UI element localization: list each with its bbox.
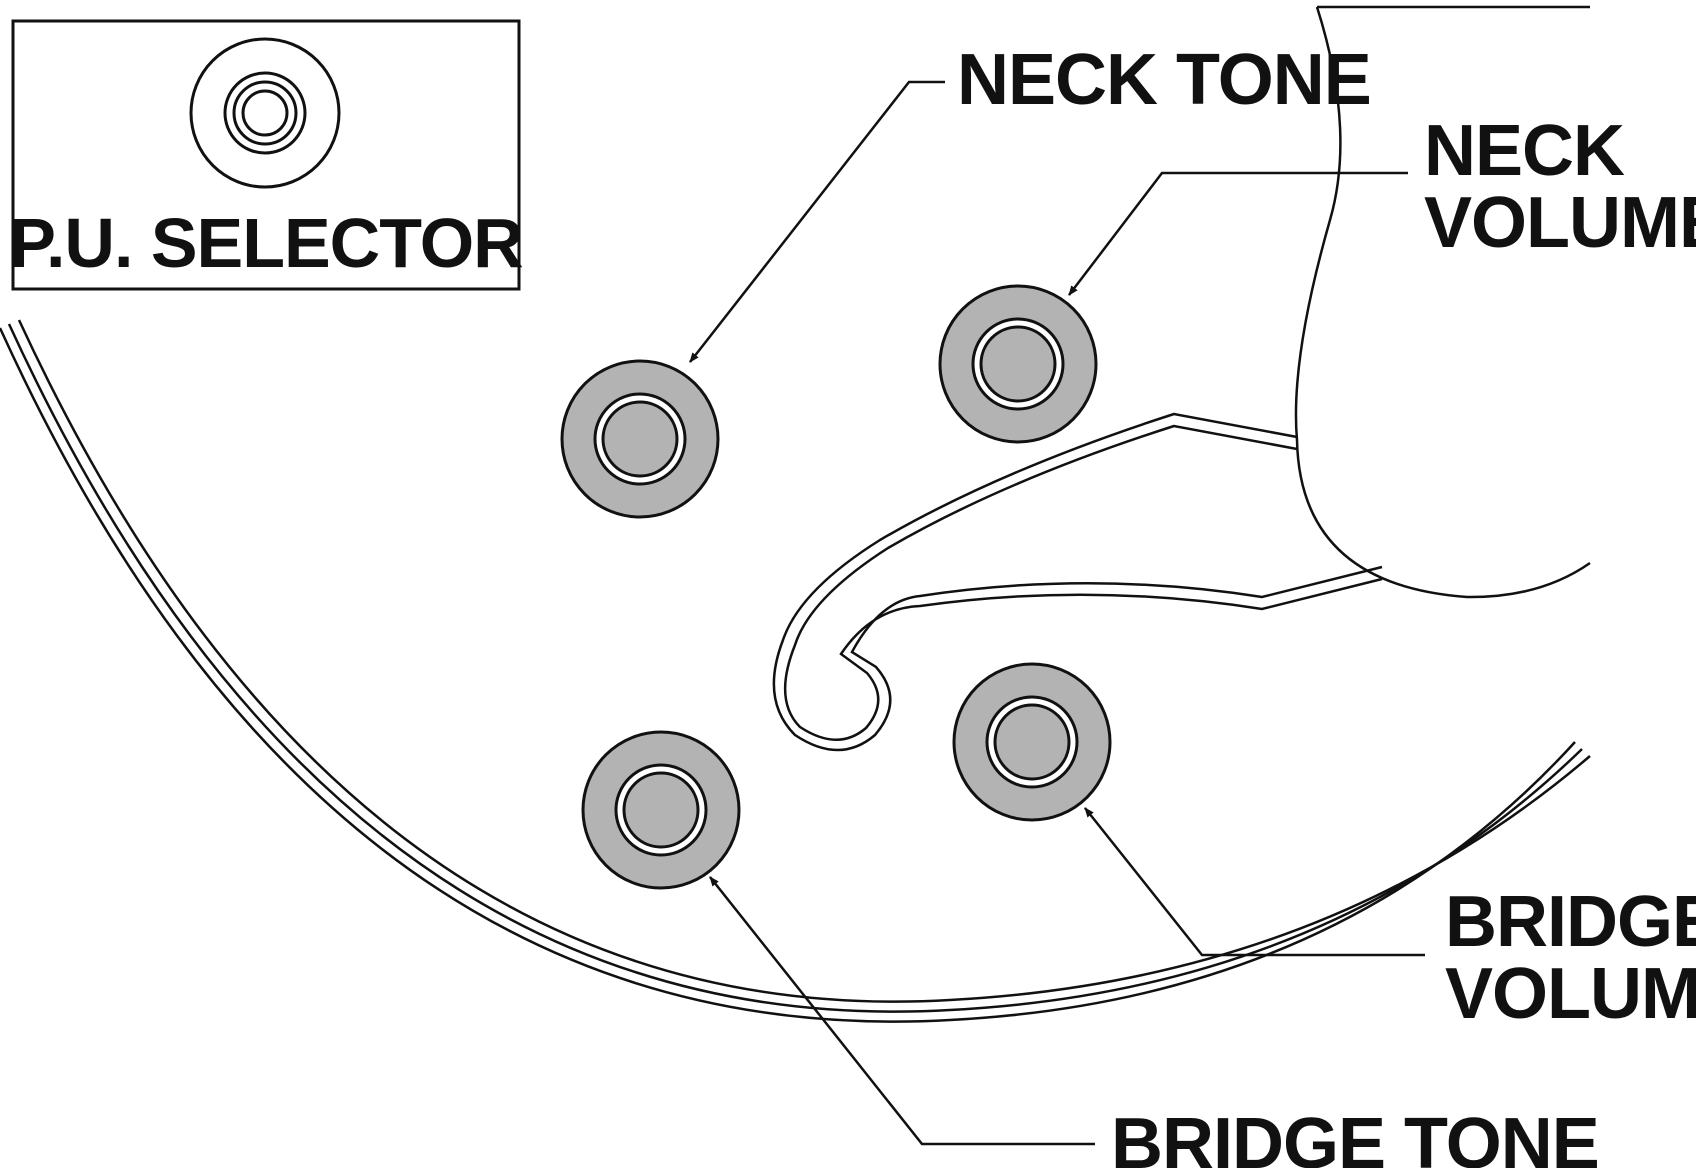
bridge-volume-label-line2: VOLUME bbox=[1445, 954, 1696, 1034]
pu-selector-inset: P.U. SELECTOR bbox=[9, 19, 524, 291]
bridge-tone-label: BRIDGE TONE bbox=[1111, 1104, 1599, 1168]
bridge-tone-knob[interactable] bbox=[581, 730, 741, 890]
bridge-volume-knob[interactable] bbox=[952, 662, 1112, 822]
bridge-volume-leader-arrow bbox=[1084, 807, 1425, 957]
neck-volume-label-line2: VOLUME bbox=[1424, 183, 1696, 263]
neck-tone-label: NECK TONE bbox=[957, 40, 1371, 120]
bridge-tone-leader-arrow bbox=[709, 876, 1095, 1146]
neck-volume-leader-arrow bbox=[1068, 171, 1408, 296]
bridge-volume-label-line1: BRIDGE bbox=[1445, 882, 1696, 962]
neck-tone-knob[interactable] bbox=[560, 359, 720, 519]
guitar-body-outline bbox=[0, 319, 1591, 1023]
neck-joint-outline bbox=[1294, 5, 1591, 599]
neck-tone-leader-arrow bbox=[689, 80, 945, 363]
neck-volume-label-line1: NECK bbox=[1424, 111, 1625, 191]
f-hole-outline bbox=[772, 412, 1383, 752]
pu-selector-switch-icon[interactable] bbox=[189, 37, 341, 189]
neck-volume-knob[interactable] bbox=[938, 284, 1098, 444]
pu-selector-label: P.U. SELECTOR bbox=[9, 204, 523, 282]
pu-selector-frame bbox=[11, 19, 521, 291]
